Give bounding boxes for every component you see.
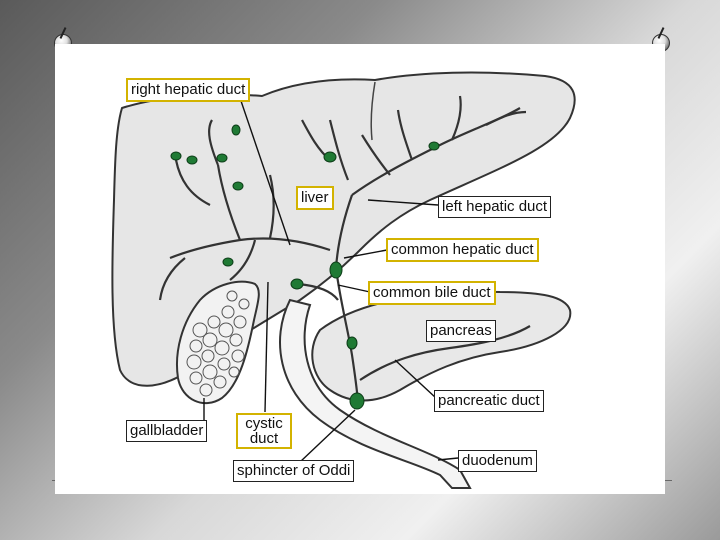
- duct-nodes: [170, 124, 440, 410]
- leader-right-hepatic: [239, 97, 291, 246]
- leader-sphincter: [299, 409, 356, 463]
- leader-pancreatic: [394, 359, 437, 399]
- duodenum-shape: [279, 298, 472, 489]
- label-common-bile-duct: common bile duct: [368, 281, 496, 305]
- leader-common-hepatic: [343, 249, 388, 259]
- leader-duodenum: [437, 457, 459, 461]
- label-sphincter-of-oddi: sphincter of Oddi: [233, 460, 355, 482]
- label-pancreas: pancreas: [426, 320, 496, 342]
- label-duodenum: duodenum: [458, 450, 537, 472]
- pancreatic-duct-path: [359, 325, 531, 381]
- leader-lines: [203, 97, 459, 463]
- common-hepatic-duct: [334, 194, 354, 269]
- label-gallbladder: gallbladder: [126, 420, 208, 442]
- leader-left-hepatic: [367, 199, 439, 206]
- leader-common-bile: [337, 284, 371, 293]
- right-hepatic-duct: [169, 237, 331, 260]
- common-bile-duct: [334, 267, 360, 403]
- bile-ducts: [158, 95, 531, 403]
- gallbladder-stones: [186, 290, 250, 397]
- label-common-hepatic-duct: common hepatic duct: [386, 238, 539, 262]
- label-liver: liver: [296, 186, 334, 210]
- liver-fissure: [370, 81, 376, 141]
- label-pancreatic-duct: pancreatic duct: [434, 390, 544, 412]
- label-left-hepatic-duct: left hepatic duct: [438, 196, 552, 218]
- label-cystic-duct: cystic duct: [236, 413, 292, 449]
- leader-cystic: [264, 281, 269, 413]
- label-right-hepatic-duct: right hepatic duct: [126, 78, 251, 102]
